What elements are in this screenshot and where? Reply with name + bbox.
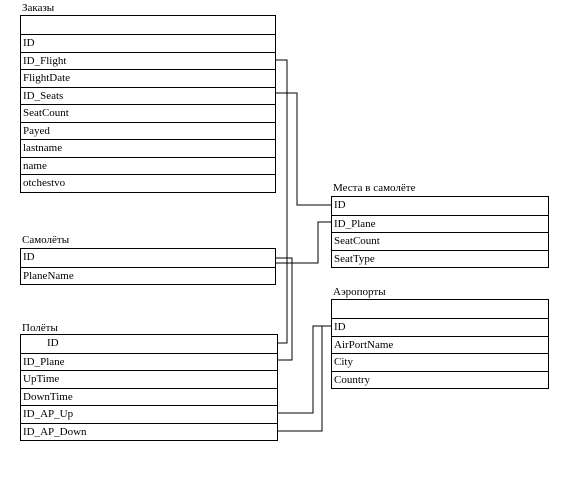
orders-field-row: ID_Seats <box>21 86 275 105</box>
seats-field-row: SeatType <box>332 249 548 268</box>
seats-table-title: Места в самолёте <box>333 182 416 194</box>
orders-field-row: ID_Flight <box>21 51 275 70</box>
orders-field-row: name <box>21 156 275 175</box>
planes-table-title: Самолёты <box>22 234 70 246</box>
flights-field-row: UpTime <box>21 370 277 388</box>
orders-field-row <box>21 16 275 34</box>
seats-field-row: ID_Plane <box>332 214 548 233</box>
orders-field-row: lastname <box>21 139 275 157</box>
flights-table: ID ID_Plane UpTime DownTime ID_AP_Up ID_… <box>20 334 278 441</box>
orders-field-row: SeatCount <box>21 104 275 122</box>
planes-table: ID PlaneName <box>20 248 276 285</box>
seats-table: ID ID_Plane SeatCount SeatType <box>331 196 549 268</box>
planes-field-row: PlaneName <box>21 266 275 285</box>
orders-field-row: Payed <box>21 121 275 140</box>
orders-table: ID ID_Flight FlightDate ID_Seats SeatCou… <box>20 15 276 193</box>
flights-field-row: ID_AP_Up <box>21 405 277 423</box>
airports-field-row <box>332 300 548 318</box>
airports-field-row: Country <box>332 370 548 389</box>
link-orders-flight-to-flights-id <box>274 59 288 344</box>
flights-field-row: ID_Plane <box>21 352 277 371</box>
airports-field-row: AirPortName <box>332 335 548 354</box>
flights-field-row: ID_AP_Down <box>21 422 277 441</box>
airports-table-title: Аэропорты <box>333 286 386 298</box>
flights-table-title: Полёты <box>22 322 58 334</box>
link-flights-down-to-airports-id <box>276 326 323 432</box>
airports-table: ID AirPortName City Country <box>331 299 549 389</box>
orders-field-row: otchestvo <box>21 174 275 192</box>
seats-field-row: SeatCount <box>332 232 548 250</box>
link-flights-up-to-airports-id <box>276 325 331 414</box>
orders-table-title: Заказы <box>22 2 55 14</box>
orders-field-row: FlightDate <box>21 69 275 87</box>
planes-field-row: ID <box>23 251 35 263</box>
orders-field-row: ID <box>21 34 275 52</box>
seats-field-row: ID <box>334 199 346 211</box>
flights-field-row: DownTime <box>21 387 277 406</box>
flights-field-row: ID <box>47 337 59 349</box>
airports-field-row: ID <box>332 318 548 336</box>
airports-field-row: City <box>332 353 548 371</box>
link-orders-seats-to-seats-id <box>274 92 331 206</box>
link-planes-id-to-seats-plane <box>274 221 331 264</box>
link-planes-id-to-flights-plane <box>274 257 293 361</box>
